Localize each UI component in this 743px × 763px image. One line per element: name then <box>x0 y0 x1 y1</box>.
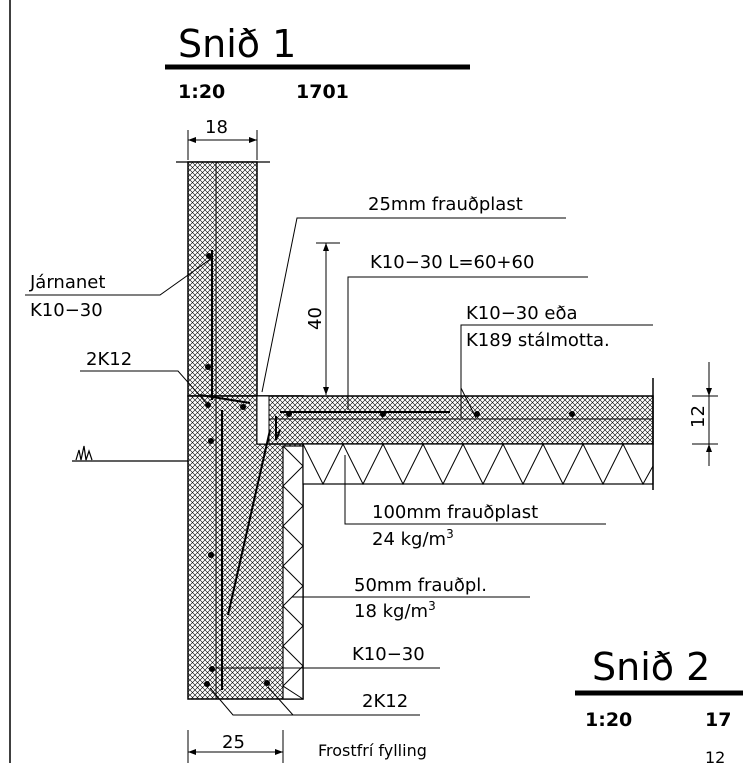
floor-slab <box>256 395 654 445</box>
label-2k12-bottom: 2K12 <box>362 691 408 712</box>
dim-wall-bottom-value: 25 <box>222 732 245 753</box>
dim-height-value: 40 <box>305 307 326 330</box>
section1-scale: 1:20 <box>178 81 225 103</box>
section2-number: 17 <box>705 709 731 731</box>
label-frauthplast-25: 25mm frauðplast <box>368 194 523 215</box>
rebar-dots <box>204 253 575 687</box>
section1-title: Snið 1 <box>178 22 296 66</box>
leader-frauthplast-25: 25mm frauðplast <box>261 194 566 393</box>
leader-mesh: K10−30 eða K189 stálmotta. <box>460 303 653 419</box>
leader-2k12-top: 2K12 <box>80 349 209 406</box>
label-frauthplast-100: 100mm frauðplast <box>372 502 538 523</box>
section2-title: Snið 2 <box>592 645 710 689</box>
label-density-18: 18 kg/m3 <box>354 599 436 622</box>
label-k10-30: K10−30 <box>352 644 425 665</box>
leader-2k12-bottom: 2K12 <box>209 686 420 716</box>
dim-height: 40 <box>305 242 340 395</box>
wall-insulation-50mm <box>282 445 304 700</box>
dim-wall-top: 18 <box>187 117 258 160</box>
label-density-24: 24 kg/m3 <box>372 527 454 550</box>
ground-symbol <box>72 445 188 462</box>
rebar-lines <box>199 250 450 690</box>
label-rebar-or: K10−30 eða <box>466 303 578 324</box>
label-frauthpl-50: 50mm frauðpl. <box>354 575 487 596</box>
leader-rebar-l: K10−30 L=60+60 <box>347 252 588 410</box>
wall-upper <box>187 161 258 397</box>
section2-partial: 12 <box>705 748 725 763</box>
section2-scale: 1:20 <box>585 709 632 731</box>
wall-insulation-zigzag <box>282 445 304 700</box>
label-fill: Frostfrí fylling <box>318 741 427 760</box>
edge-insulation-25mm <box>256 395 270 445</box>
leader-frauthpl-50: 50mm frauðpl. 18 kg/m3 <box>292 575 530 622</box>
leader-frauthplast-100: 100mm frauðplast 24 kg/m3 <box>344 455 606 550</box>
label-jarnanet: Járnanet <box>29 272 105 293</box>
dim-slab: 12 <box>688 362 718 466</box>
section1-number: 1701 <box>296 81 349 103</box>
leader-jarnanet: Járnanet K10−30 <box>25 257 213 321</box>
slab-insulation-100mm <box>302 443 654 485</box>
label-jarnanet-rebar: K10−30 <box>30 300 103 321</box>
dim-slab-value: 12 <box>688 405 709 428</box>
slab-insulation-zigzag <box>302 442 654 486</box>
dim-wall-bottom: 25 <box>187 730 284 763</box>
label-rebar-l: K10−30 L=60+60 <box>370 252 534 273</box>
label-2k12-top: 2K12 <box>86 349 132 370</box>
label-mesh: K189 stálmotta. <box>466 330 610 351</box>
leader-k10-30: K10−30 <box>216 644 440 669</box>
dim-wall-top-value: 18 <box>205 117 228 138</box>
